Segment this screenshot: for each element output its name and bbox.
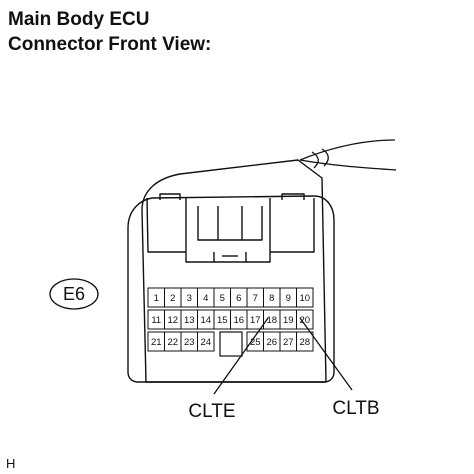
wire-harness — [299, 139, 397, 171]
connector-code-label: E6 — [63, 284, 85, 304]
pin-number: 10 — [299, 293, 310, 304]
pin-cavity-blank — [214, 332, 231, 351]
pin-number: 5 — [220, 293, 225, 304]
pin-number: 11 — [151, 315, 161, 326]
title-line-2: Connector Front View: — [8, 34, 212, 55]
pin-number: 15 — [217, 315, 228, 326]
title-line-1: Main Body ECU — [8, 9, 150, 30]
pin-number: 9 — [286, 293, 291, 304]
pin-number: 14 — [200, 315, 211, 326]
pin-number: 18 — [266, 315, 277, 326]
pin-number: 26 — [266, 337, 277, 348]
pin-number: 1 — [154, 293, 159, 304]
pin-number: 3 — [187, 293, 192, 304]
pin-number: 25 — [250, 337, 261, 348]
pin-cavity-blank — [231, 332, 248, 351]
pin-number: 13 — [184, 315, 195, 326]
connector-housing — [127, 159, 335, 383]
pin-number: 28 — [299, 337, 310, 348]
leader-lines — [213, 317, 353, 395]
pin-number: 22 — [167, 337, 178, 348]
pin-number: 19 — [283, 315, 294, 326]
pin-number: 27 — [283, 337, 294, 348]
pin-number: 8 — [269, 293, 274, 304]
pin-cavity — [296, 331, 314, 352]
pin-cavity — [197, 331, 215, 352]
pin-number: 16 — [233, 315, 244, 326]
pin-number: 2 — [170, 293, 175, 304]
pin-number: 4 — [203, 293, 208, 304]
pin-number: 17 — [250, 315, 261, 326]
callout-cltb: CLTB — [332, 398, 379, 419]
pin-cavity — [296, 309, 314, 330]
center-latch — [219, 331, 243, 357]
pin-number: 21 — [151, 337, 162, 348]
pin-number: 7 — [253, 293, 258, 304]
pin-number: 20 — [299, 315, 310, 326]
pin-number: 6 — [236, 293, 241, 304]
figure-code: H — [6, 456, 15, 471]
callout-clte: CLTE — [188, 401, 235, 422]
pin-number: 12 — [167, 315, 178, 326]
pin-number: 23 — [184, 337, 195, 348]
connector-code-badge: E6 — [49, 278, 99, 310]
pin-number: 24 — [200, 337, 211, 348]
pin-cavity — [296, 287, 314, 308]
